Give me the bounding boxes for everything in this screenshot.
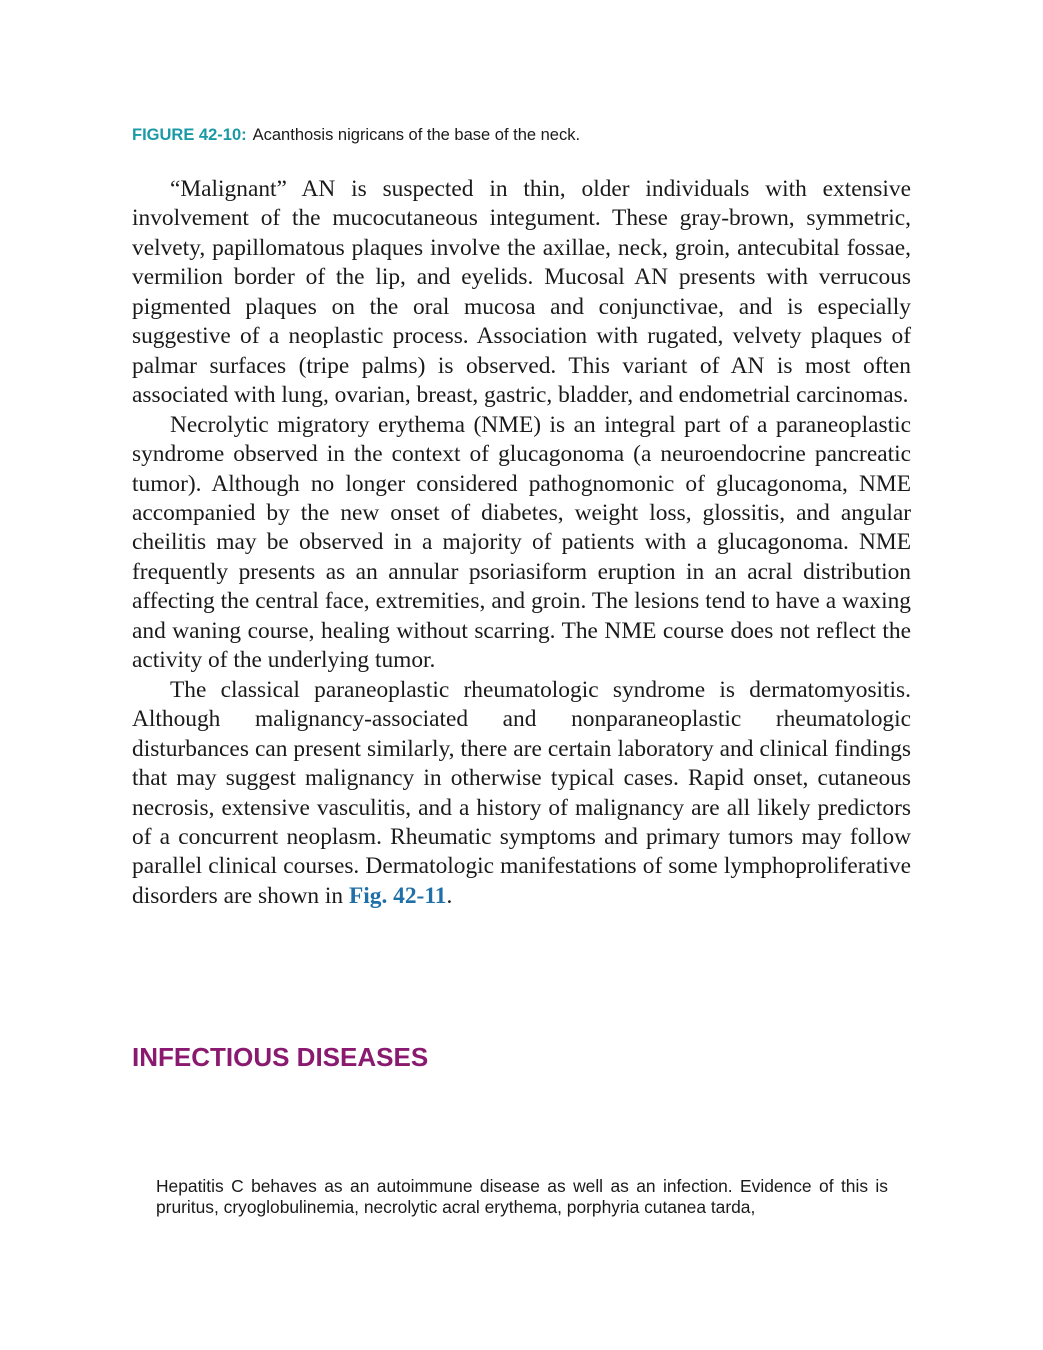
section-heading-infectious-diseases: INFECTIOUS DISEASES xyxy=(132,1042,429,1072)
paragraph-dermatomyositis-end: . xyxy=(446,882,453,909)
figure-42-11-link[interactable]: Fig. 42-11 xyxy=(348,882,447,909)
paragraph-dermatomyositis-text: The classical paraneoplastic rheumatolog… xyxy=(132,676,911,909)
hepatitis-c-note: Hepatitis C behaves as an autoimmune dis… xyxy=(156,1176,888,1217)
paragraph-dermatomyositis: The classical paraneoplastic rheumatolog… xyxy=(132,676,911,912)
figure-caption: FIGURE 42-10: Acanthosis nigricans of the… xyxy=(132,124,912,146)
paragraph-nme: Necrolytic migratory erythema (NME) is a… xyxy=(132,411,911,674)
body-text: “Malignant” AN is suspected in thin, old… xyxy=(132,175,911,911)
figure-caption-text: Acanthosis nigricans of the base of the … xyxy=(252,126,581,144)
paragraph-malignant-an: “Malignant” AN is suspected in thin, old… xyxy=(132,176,911,409)
figure-caption-label: FIGURE 42-10: xyxy=(132,126,247,144)
